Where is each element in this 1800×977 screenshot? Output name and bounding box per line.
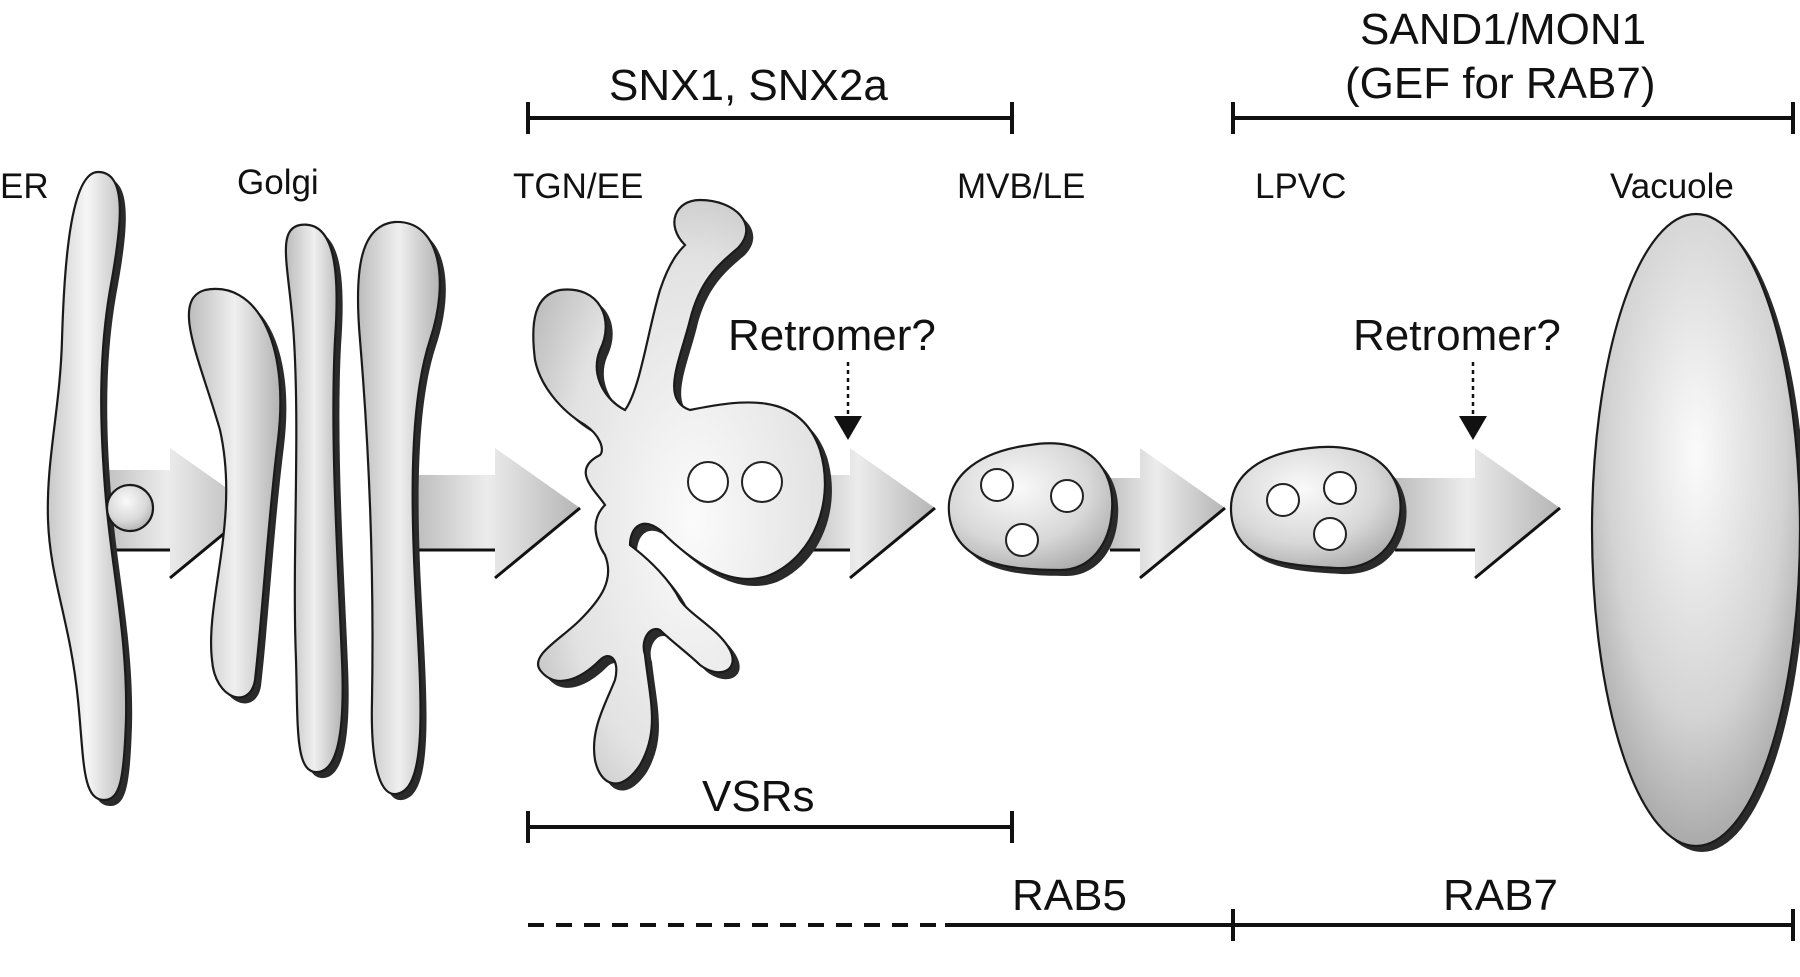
label-vsrs: VSRs: [702, 772, 814, 821]
label-mvb-le: MVB/LE: [957, 167, 1085, 206]
label-retromer-1: Retromer?: [728, 311, 936, 360]
rab5-bracket: [528, 909, 1235, 941]
tgn-vesicle: [687, 461, 729, 503]
vsrs-bracket: [526, 811, 1014, 843]
label-lpvc: LPVC: [1255, 167, 1346, 206]
mvb-vesicle: [980, 468, 1014, 502]
lpvc-organelle: [1229, 445, 1407, 575]
mvb-vesicle: [1005, 523, 1039, 557]
er-organelle: [46, 170, 155, 806]
label-sand1-line2: (GEF for RAB7): [1345, 59, 1656, 108]
lpvc-vesicle: [1266, 483, 1300, 517]
lpvc-vesicle: [1313, 517, 1347, 551]
label-snx: SNX1, SNX2a: [609, 61, 888, 110]
snx-bracket: [526, 102, 1014, 134]
vacuole-organelle: [1590, 212, 1800, 852]
mvb-le-organelle: [947, 442, 1119, 576]
rab7-bracket: [1233, 909, 1795, 941]
label-tgn-ee: TGN/EE: [513, 167, 643, 206]
label-er: ER: [0, 167, 49, 206]
tgn-vesicle: [741, 461, 783, 503]
label-rab5: RAB5: [1012, 871, 1127, 920]
label-rab7: RAB7: [1443, 871, 1558, 920]
mvb-vesicle: [1050, 479, 1084, 513]
retromer-arrow-1: [834, 362, 862, 440]
sand1-bracket: [1231, 102, 1795, 134]
arrow-lpvc-vacuole: [1390, 448, 1561, 580]
label-golgi: Golgi: [237, 163, 319, 202]
arrow-golgi-tgn: [410, 448, 581, 580]
arrow-mvb-lpvc: [1100, 448, 1226, 580]
label-vacuole: Vacuole: [1610, 167, 1734, 206]
retromer-arrow-2: [1459, 362, 1487, 440]
label-sand1-line1: SAND1/MON1: [1360, 5, 1646, 54]
tgn-ee-organelle: [532, 198, 832, 791]
lpvc-vesicle: [1323, 471, 1357, 505]
golgi-organelle: [187, 220, 446, 801]
label-retromer-2: Retromer?: [1353, 311, 1561, 360]
